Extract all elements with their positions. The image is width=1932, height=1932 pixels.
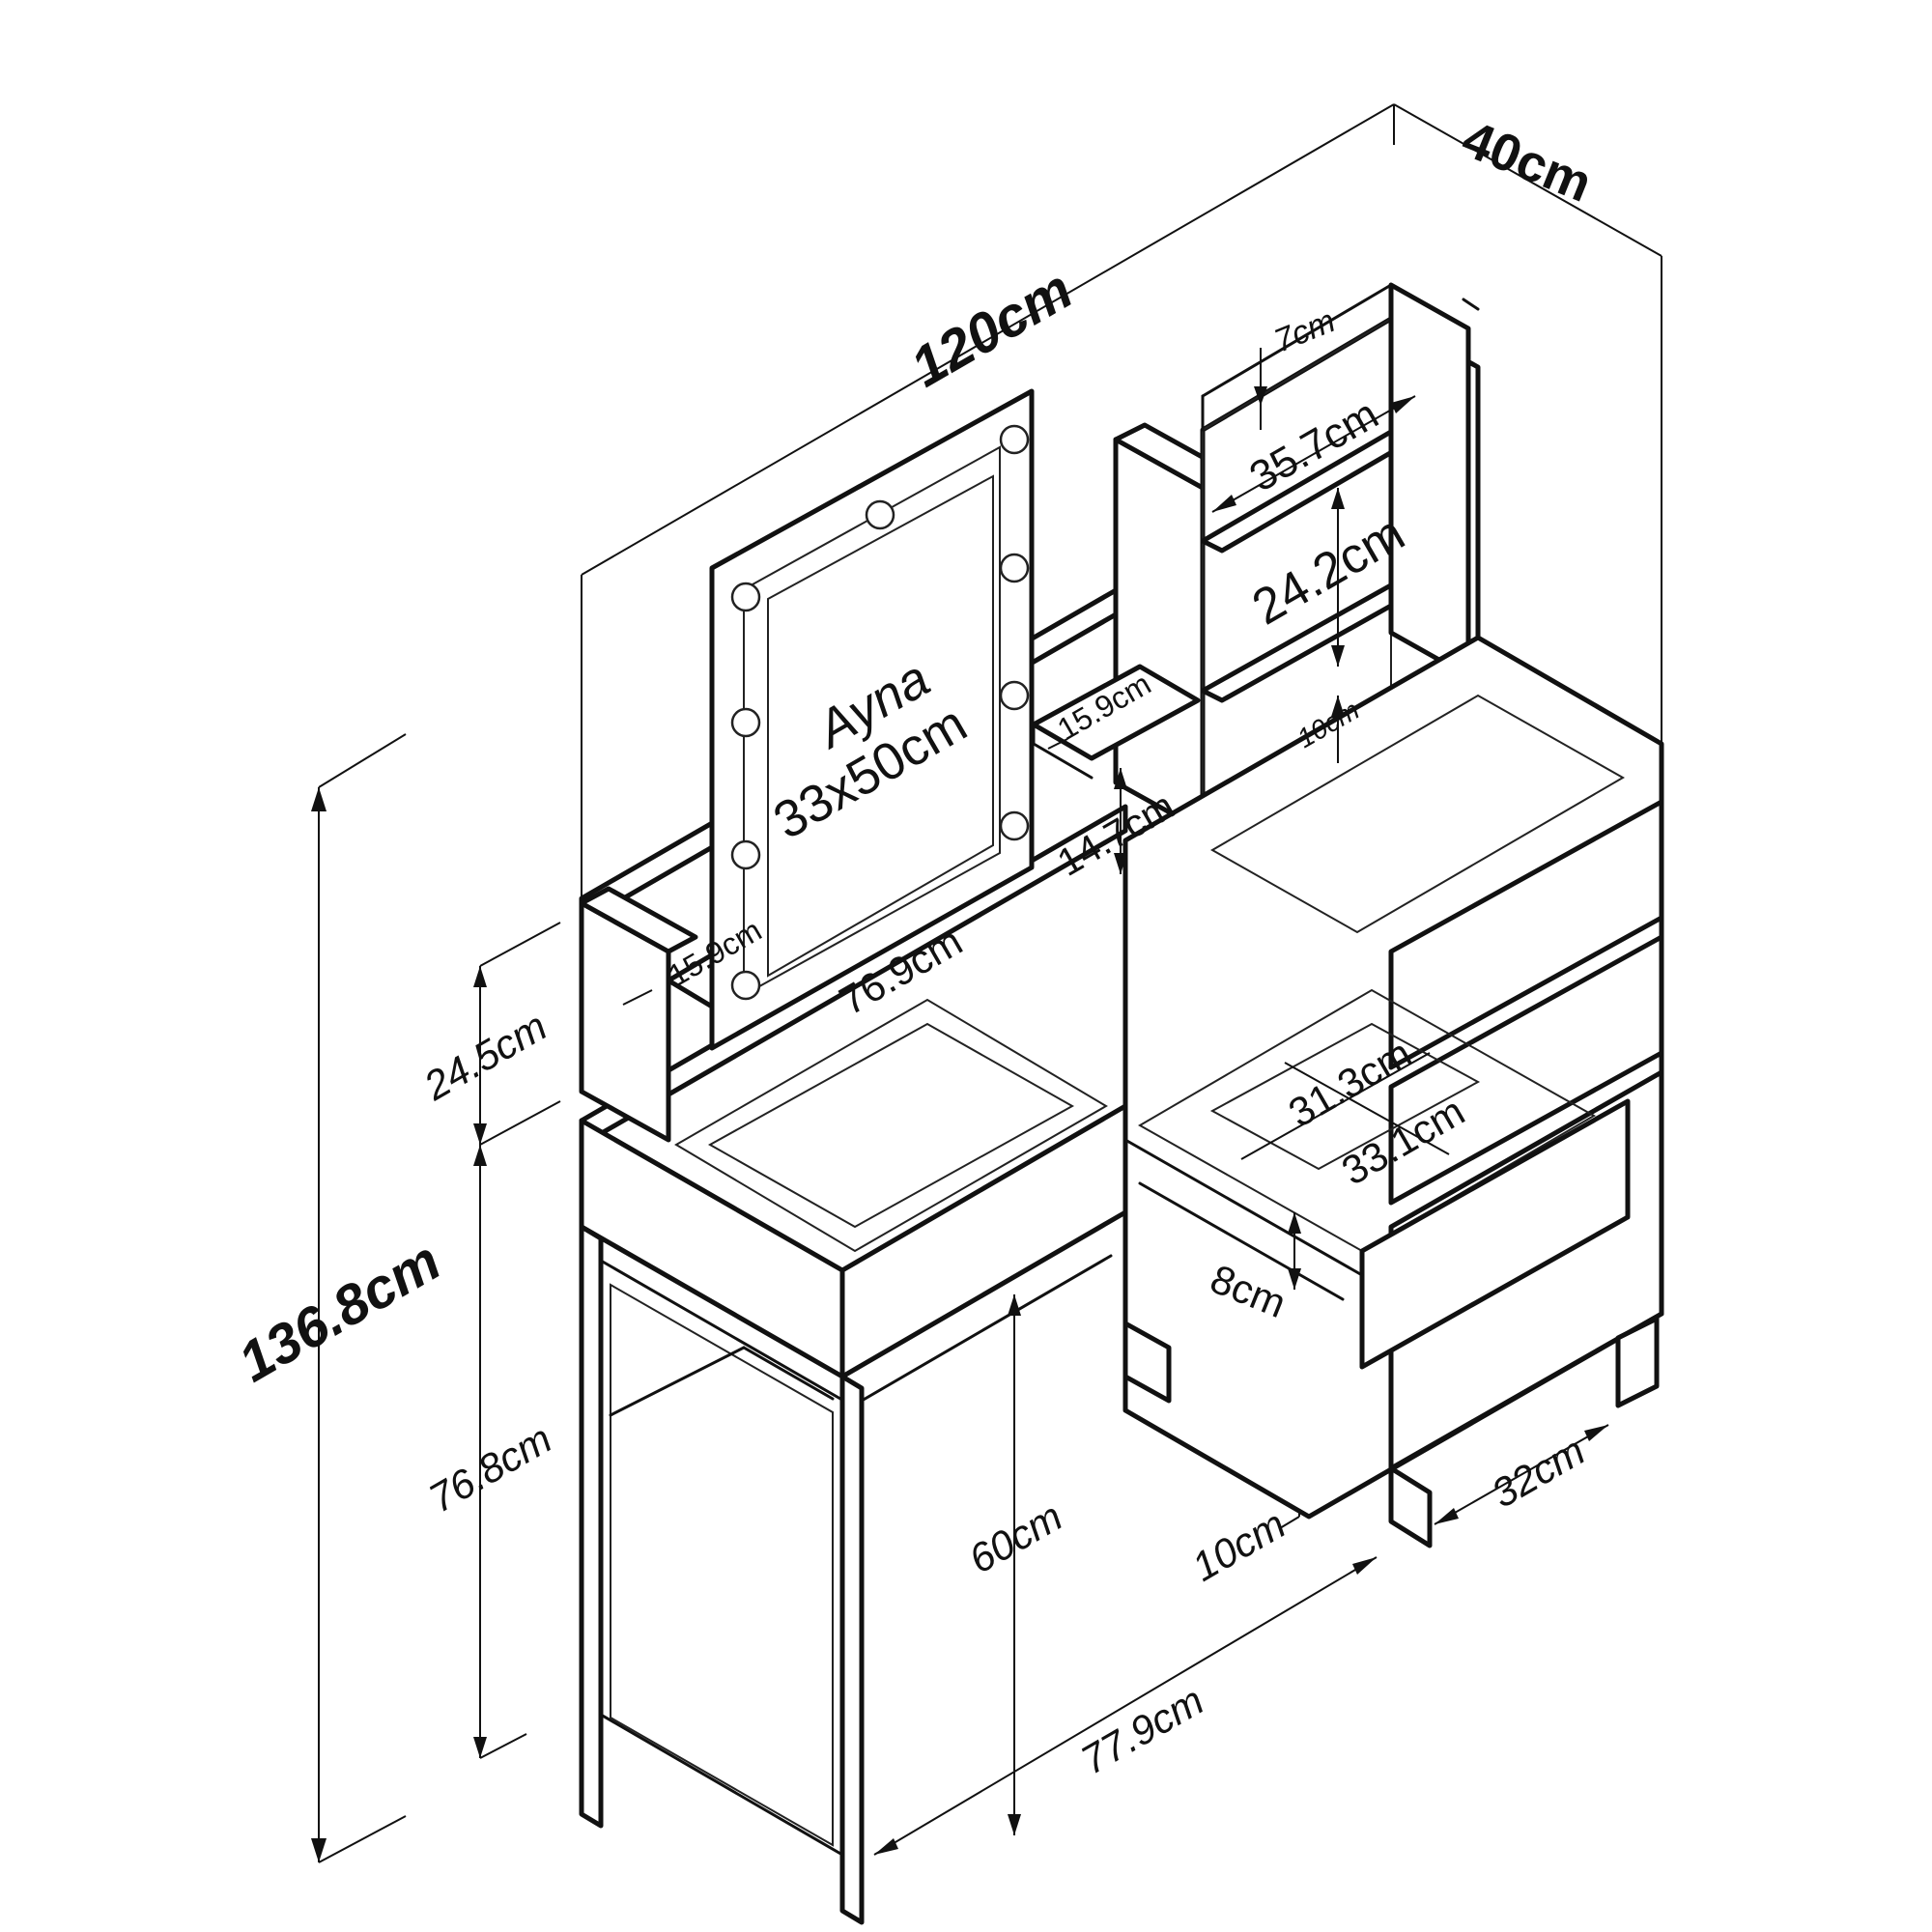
desk-height-label: 76.8cm bbox=[421, 1415, 559, 1521]
upper-height-label: 24.5cm bbox=[415, 1003, 554, 1109]
inner-dimension-arrows bbox=[622, 348, 1450, 1290]
depth-label: 40cm bbox=[1455, 109, 1601, 213]
width-label: 120cm bbox=[900, 258, 1083, 400]
drawer-unit bbox=[1122, 635, 1664, 1548]
base-length-label: 77.9cm bbox=[1073, 1677, 1211, 1783]
mirror-bulbs bbox=[730, 424, 1030, 1001]
drawer-unit-depth-label: 32cm bbox=[1484, 1428, 1592, 1517]
overall-dimension-lines bbox=[311, 103, 1662, 1863]
leg-height-label: 10cm bbox=[1184, 1501, 1293, 1590]
top-board-label: 7cm bbox=[1269, 302, 1341, 359]
mirror bbox=[709, 388, 1035, 1051]
height-label: 136.8cm bbox=[228, 1229, 451, 1394]
leg-opening-height-label: 60cm bbox=[961, 1493, 1069, 1582]
